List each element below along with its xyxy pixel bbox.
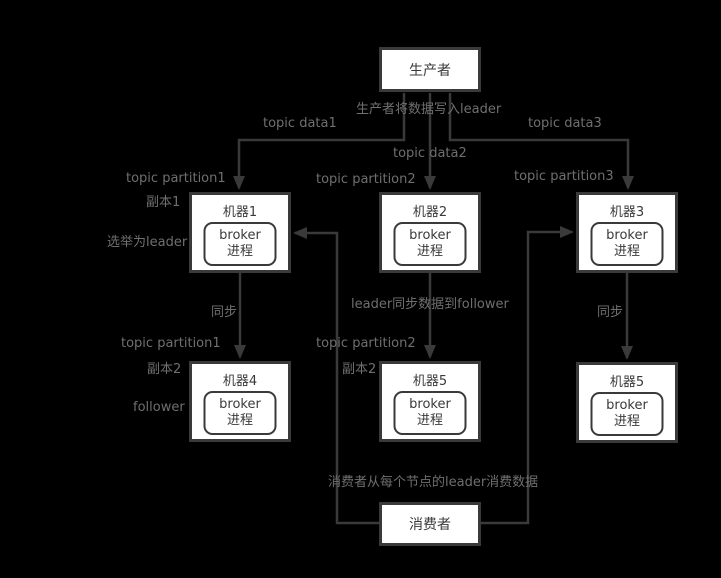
broker-process-box: broker 进程 <box>203 391 277 435</box>
broker-process-box: broker 进程 <box>203 222 277 266</box>
node-machine5-right: 机器5 broker 进程 <box>576 362 678 443</box>
broker-process-label: 进程 <box>416 413 443 428</box>
broker-process-label: 进程 <box>613 414 640 429</box>
label-replica2-left: 副本2 <box>147 362 182 377</box>
edge-consumer-to-machine3 <box>481 226 574 525</box>
machine-title: 机器2 <box>412 205 448 220</box>
broker-label: broker <box>409 227 451 243</box>
label-follower: follower <box>133 400 185 415</box>
broker-process-label: 进程 <box>226 244 253 259</box>
label-topic-data1: topic data1 <box>263 116 337 131</box>
broker-process-box: broker 进程 <box>590 222 664 266</box>
label-elected-leader: 选举为leader <box>107 235 188 250</box>
broker-label: broker <box>606 397 648 413</box>
broker-process-label: 进程 <box>416 244 443 259</box>
label-topic-partition1-bottom: topic partition1 <box>121 336 221 351</box>
broker-label: broker <box>409 396 451 412</box>
machine-title: 机器5 <box>609 375 645 390</box>
node-consumer: 消费者 <box>379 502 481 546</box>
machine-title: 机器4 <box>222 374 258 389</box>
label-topic-partition1-top: topic partition1 <box>126 171 226 186</box>
consumer-label: 消费者 <box>409 517 451 533</box>
label-consumer-read: 消费者从每个节点的leader消费数据 <box>328 475 539 490</box>
label-leader-sync: leader同步数据到follower <box>351 297 509 312</box>
broker-label: broker <box>219 227 261 243</box>
label-topic-data3: topic data3 <box>528 116 602 131</box>
broker-process-box: broker 进程 <box>393 391 467 435</box>
broker-process-box: broker 进程 <box>393 222 467 266</box>
machine-title: 机器3 <box>609 205 645 220</box>
broker-process-label: 进程 <box>226 413 253 428</box>
label-topic-partition3-top: topic partition3 <box>514 169 614 184</box>
node-producer: 生产者 <box>379 47 481 92</box>
label-topic-data2: topic data2 <box>393 146 467 161</box>
label-replica1: 副本1 <box>146 195 181 210</box>
broker-process-box: broker 进程 <box>590 392 664 436</box>
node-machine3: 机器3 broker 进程 <box>576 192 678 273</box>
label-sync-right: 同步 <box>597 305 624 320</box>
edge-producer-to-machine1 <box>233 93 406 190</box>
label-topic-partition2-bottom: topic partition2 <box>316 336 416 351</box>
broker-process-label: 进程 <box>613 244 640 259</box>
node-machine2: 机器2 broker 进程 <box>379 192 481 273</box>
label-replica2-mid: 副本2 <box>342 362 377 377</box>
producer-label: 生产者 <box>409 62 451 79</box>
edge-producer-to-machine3 <box>448 93 634 190</box>
label-producer-write: 生产者将数据写入leader <box>356 102 502 117</box>
machine-title: 机器5 <box>412 374 448 389</box>
label-topic-partition2-top: topic partition2 <box>316 172 416 187</box>
machine-title: 机器1 <box>222 205 258 220</box>
node-machine1: 机器1 broker 进程 <box>189 192 291 273</box>
node-machine4: 机器4 broker 进程 <box>189 361 291 442</box>
node-machine5-mid: 机器5 broker 进程 <box>379 361 481 442</box>
edge-consumer-to-machine1 <box>293 227 379 525</box>
label-sync-left: 同步 <box>211 305 238 320</box>
broker-label: broker <box>219 396 261 412</box>
broker-label: broker <box>606 227 648 243</box>
